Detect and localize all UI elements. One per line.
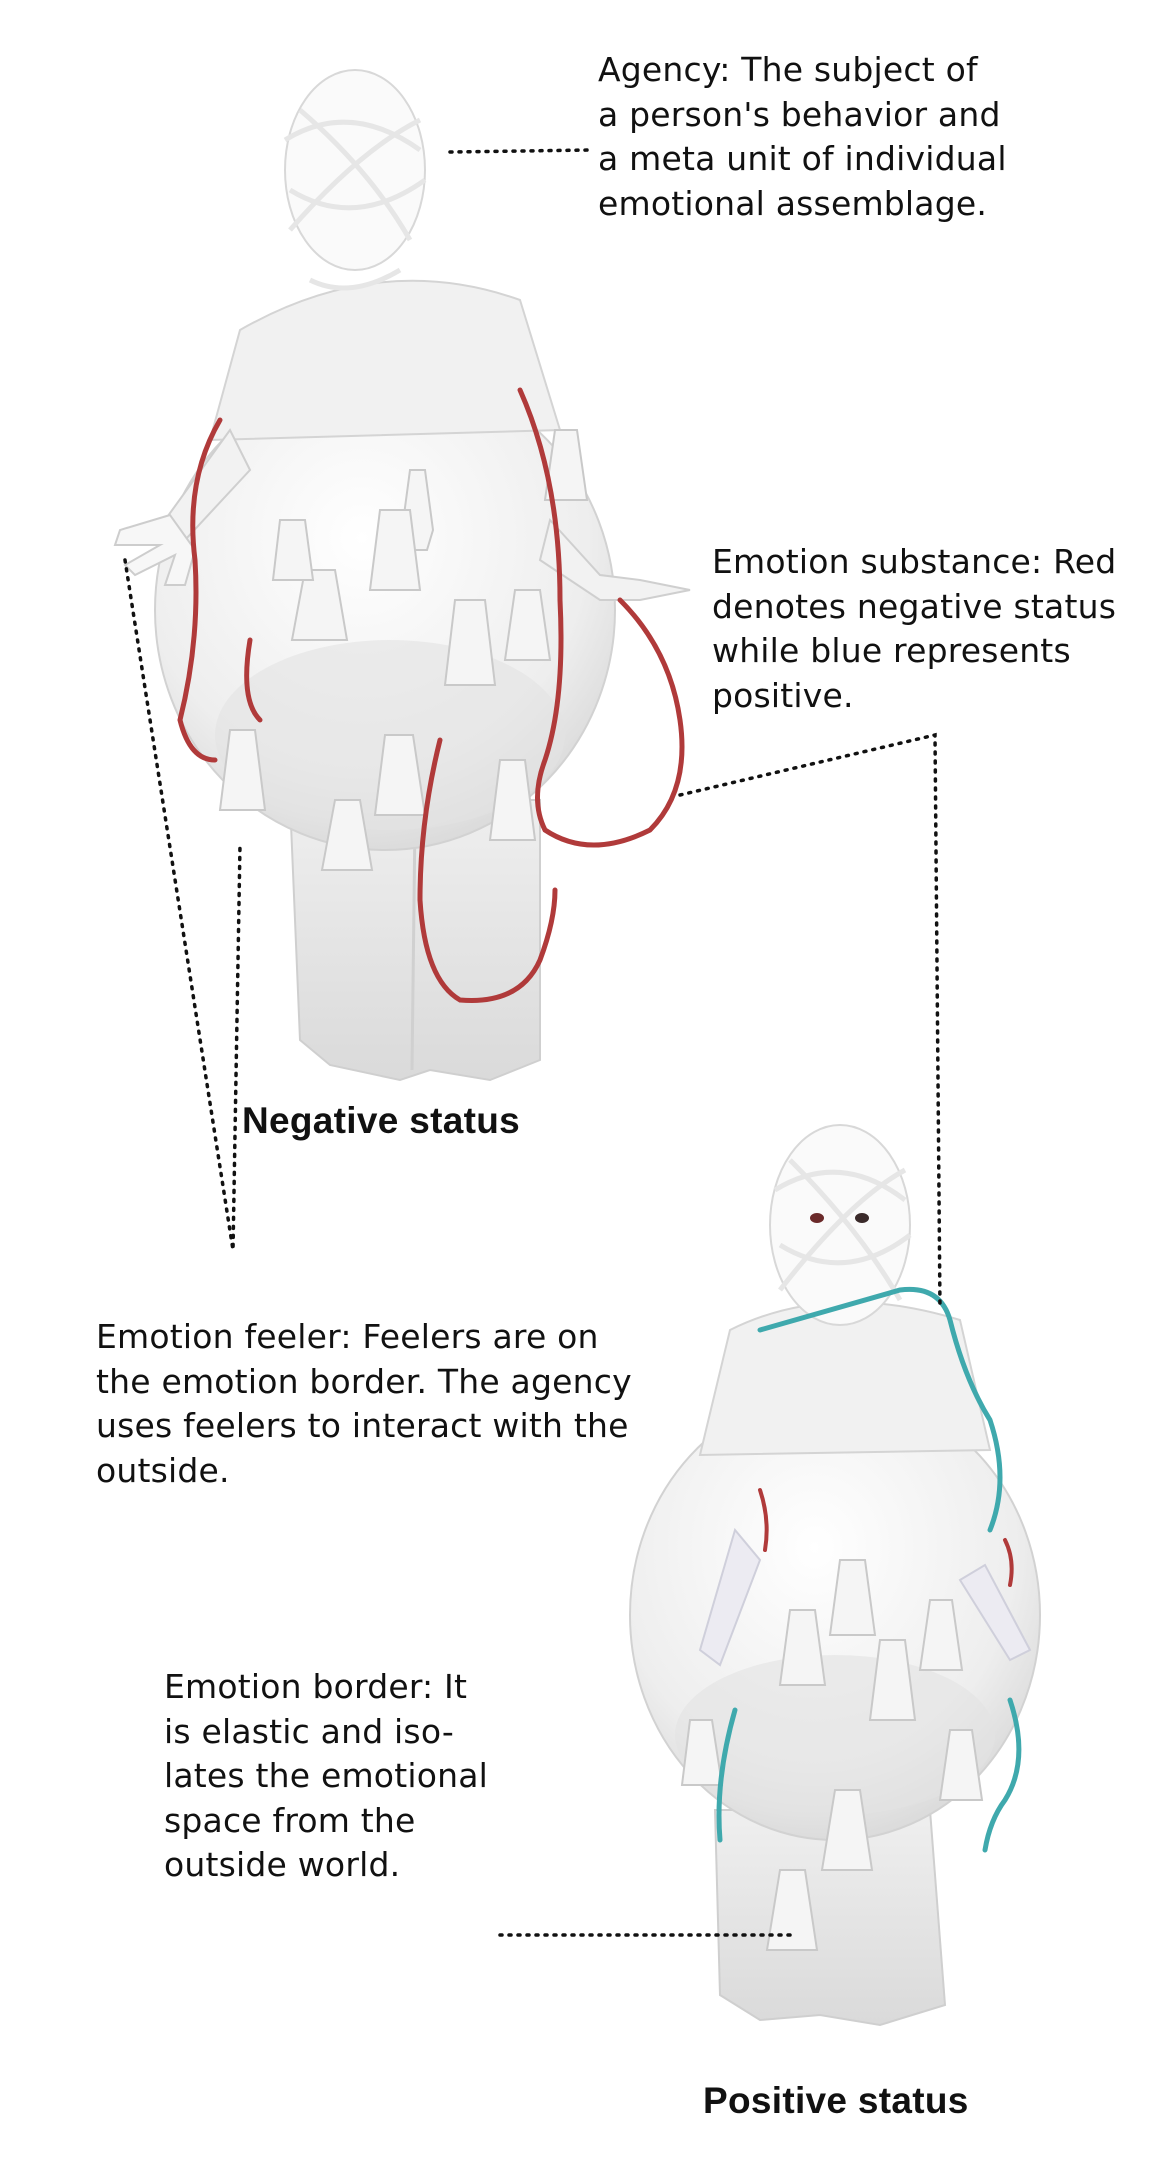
negative-emotion-tube xyxy=(177,387,685,1003)
negative-status-caption: Negative status xyxy=(242,1100,520,1141)
emotion-feeler-annotation: Emotion feeler: Feelers are on the emoti… xyxy=(96,1317,632,1490)
substance-leader xyxy=(678,732,942,1312)
agency-annotation: Agency: The subject of a person's behavi… xyxy=(598,50,1007,223)
negative-status-figure xyxy=(113,69,691,1082)
emotion-border-annotation: Emotion border: It is elastic and iso- l… xyxy=(164,1667,489,1884)
positive-status-caption: Positive status xyxy=(703,2080,969,2121)
leader-lines xyxy=(123,148,942,1937)
emotion-substance-annotation: Emotion substance: Red denotes negative … xyxy=(712,542,1117,715)
positive-emotion-tube xyxy=(716,1286,1022,1853)
positive-status-figure xyxy=(629,1124,1041,2027)
agency-leader xyxy=(448,148,592,154)
feeler-leader xyxy=(123,558,242,1251)
